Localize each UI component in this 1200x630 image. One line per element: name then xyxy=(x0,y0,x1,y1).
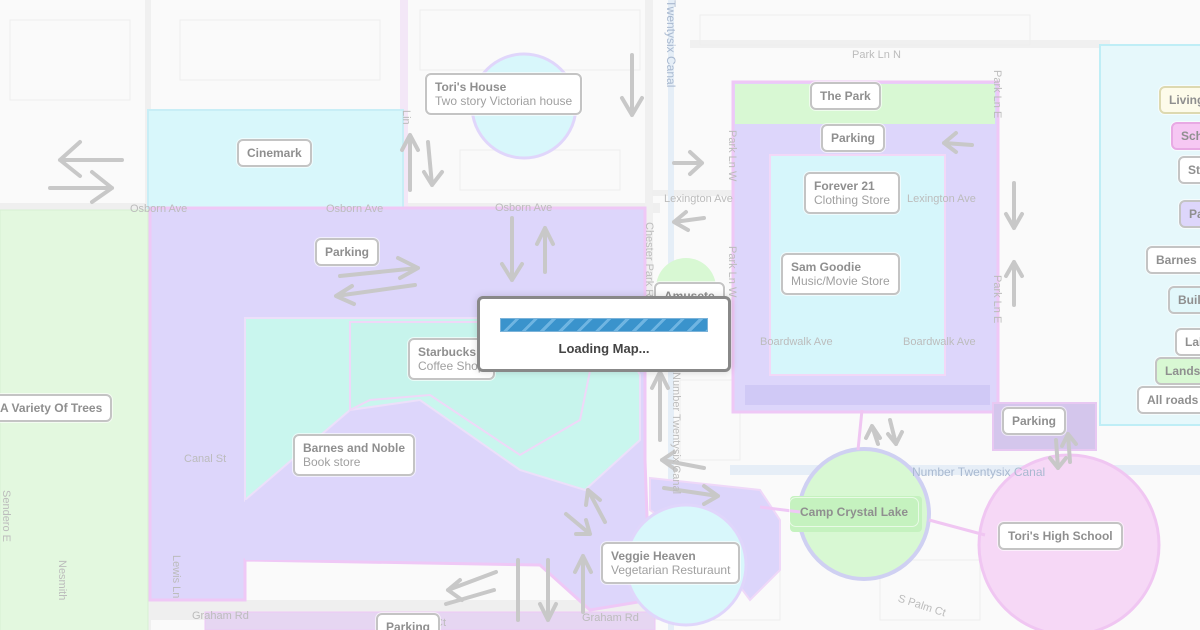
place-card-parking[interactable]: Parking xyxy=(376,613,441,630)
place-card-parking[interactable]: Parking xyxy=(1002,407,1067,435)
street-label: Ct xyxy=(435,617,446,629)
place-card-camp-crystal-lake[interactable]: Camp Crystal Lake xyxy=(790,498,918,526)
place-card-variety-trees[interactable]: A Variety Of Trees xyxy=(0,394,113,422)
place-subtitle: Vegetarian Resturaunt xyxy=(611,563,731,577)
place-title: Veggie Heaven xyxy=(611,549,696,563)
place-card-the-park[interactable]: The Park xyxy=(810,82,881,110)
place-subtitle: Book store xyxy=(303,455,361,469)
place-card-parking[interactable]: Parking xyxy=(821,124,886,152)
place-card-barnes-noble[interactable]: Barnes and Noble Book store xyxy=(293,434,416,476)
street-label: Boardwalk Ave xyxy=(903,336,976,348)
street-label: Twentysix Canal xyxy=(664,0,678,88)
street-label: Canal St xyxy=(184,453,227,465)
place-card-lands[interactable]: Lands xyxy=(1155,357,1200,385)
place-card-cinemark[interactable]: Cinemark xyxy=(237,139,312,167)
place-card-sam-goodie[interactable]: Sam Goodie Music/Movie Store xyxy=(781,253,900,295)
place-subtitle: Two story Victorian house xyxy=(435,94,573,108)
street-label: Osborn Ave xyxy=(130,203,188,215)
place-card-all-roads[interactable]: All roads xyxy=(1137,386,1200,414)
place-card-pa[interactable]: Pa xyxy=(1179,200,1200,228)
traffic-arrows xyxy=(48,53,1078,622)
street-label: Boardwalk Ave xyxy=(760,336,833,348)
street-label: Lexington Ave xyxy=(907,193,976,205)
place-card-buil[interactable]: Buil xyxy=(1168,286,1200,314)
place-card-forever21[interactable]: Forever 21 Clothing Store xyxy=(804,172,901,214)
street-label: Lexington Ave xyxy=(664,193,733,205)
loading-text: Loading Map... xyxy=(558,341,650,356)
place-title: Sam Goodie xyxy=(791,260,862,274)
place-card-sch[interactable]: Sch xyxy=(1171,122,1200,150)
street-label: Number Twentysix Canal xyxy=(670,372,682,495)
street-label: Number Twentysix Canal xyxy=(912,465,1046,479)
place-title: Tori's House xyxy=(435,80,507,94)
street-label: Graham Rd xyxy=(192,610,249,622)
place-card-st[interactable]: St xyxy=(1178,156,1200,184)
street-label: Osborn Ave xyxy=(495,202,553,214)
street-label: Park Ln E xyxy=(991,275,1003,324)
street-label: Lin xyxy=(400,110,412,125)
place-card-barnes[interactable]: Barnes xyxy=(1146,246,1200,274)
place-subtitle: Clothing Store xyxy=(814,193,891,207)
loading-progress-bar xyxy=(500,318,708,332)
street-label: Park Ln W xyxy=(726,130,738,182)
place-card-parking[interactable]: Parking xyxy=(315,238,380,266)
street-label: Graham Rd xyxy=(582,612,639,624)
street-label: Park Ln W xyxy=(726,246,738,298)
place-subtitle: Music/Movie Store xyxy=(791,274,890,288)
place-title: Starbucks xyxy=(418,345,477,359)
place-title: Forever 21 xyxy=(814,179,875,193)
place-subtitle: Coffee Shop xyxy=(418,359,485,373)
place-card-lak[interactable]: Lak xyxy=(1175,328,1200,356)
street-label: Park Ln E xyxy=(991,70,1003,119)
street-label: Sendero E xyxy=(0,490,12,542)
place-card-toris-high-school[interactable]: Tori's High School xyxy=(998,522,1123,550)
street-label: Park Ln N xyxy=(852,49,901,61)
street-label: Nesmith xyxy=(56,560,68,601)
place-card-veggie-heaven[interactable]: Veggie Heaven Vegetarian Resturaunt xyxy=(601,542,741,584)
place-card-living[interactable]: Living xyxy=(1159,86,1200,114)
street-label: Lewis Ln xyxy=(170,555,182,599)
place-title: Barnes and Noble xyxy=(303,441,406,455)
place-card-toris-house[interactable]: Tori's House Two story Victorian house xyxy=(425,73,583,115)
loading-progress-fill xyxy=(501,319,707,331)
street-label: Osborn Ave xyxy=(326,203,384,215)
loading-dialog: Loading Map... xyxy=(477,296,731,372)
